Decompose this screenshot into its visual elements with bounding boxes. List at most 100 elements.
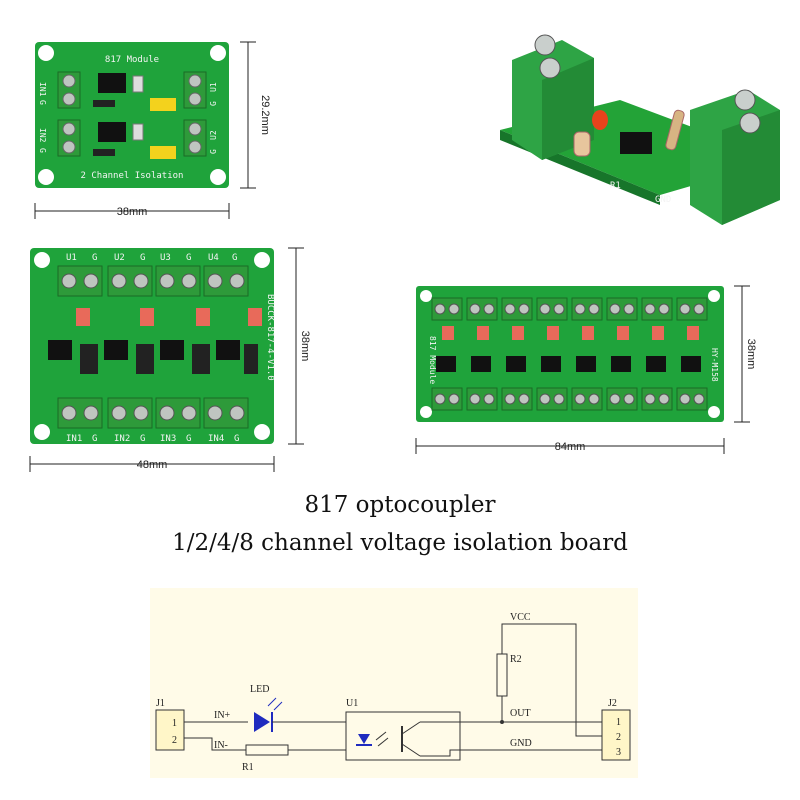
j2-pin: 1 [616,717,621,728]
bottom-label: G [92,434,97,444]
screw [623,393,635,405]
optocoupler-chip [160,340,184,360]
jumper [150,146,176,159]
screw [588,393,600,405]
height-dimension: 38mm [745,339,757,370]
terminal-block [466,297,498,321]
u1-label: U1 [346,698,358,709]
terminal-block [466,387,498,411]
resistor [573,131,591,157]
vcc-label: VCC [510,612,531,623]
optocoupler-chip [681,356,701,372]
optocoupler-chip [471,356,491,372]
top-label: G [186,253,191,263]
optocoupler-chip [611,356,631,372]
top-label: U3 [160,253,171,263]
terminal-block [571,387,603,411]
optocoupler-chip [576,356,596,372]
screw [693,393,705,405]
screw [434,393,446,405]
bottom-labels: IN1 G IN2 G IN3 G IN4 G [66,434,239,444]
screw [469,303,481,315]
terminal-block [606,297,638,321]
optocoupler-chip [104,340,128,360]
left-label: G [38,100,47,105]
top-labels: U1 G U2 G U3 G U4 G [66,253,237,263]
terminal-block [501,387,533,411]
left-label: IN1 [38,82,47,97]
screw [644,393,656,405]
out-label: OUT [510,708,531,719]
j2-pin: 2 [616,732,621,743]
terminal-block [641,387,673,411]
jumper [248,308,262,326]
screw [539,393,551,405]
schematic-diagram: J1 1 2 IN+ LED IN- R1 U1 OUT GND R2 VCC … [150,588,638,778]
led-label: LED [250,684,269,695]
in-minus-label: IN- [214,740,228,751]
top-label: U4 [208,253,219,263]
jumper [442,326,454,340]
bottom-label: IN1 [66,434,82,444]
optocoupler-chip [541,356,561,372]
top-label: G [92,253,97,263]
bottom-label: IN4 [208,434,224,444]
screw [504,303,516,315]
led-diode-icon [254,712,270,732]
j1-connector [155,709,185,751]
jumper [687,326,699,340]
r2-label: R2 [510,654,522,665]
optocoupler-chip [98,122,126,142]
module-text: 817 Module [428,336,437,384]
terminal-block [431,387,463,411]
r1-silk: R1 [610,181,621,191]
left-label: G [38,148,47,153]
right-label: U2 [209,130,218,140]
terminal-block [676,387,708,411]
screw [574,303,586,315]
j1-pin: 2 [172,735,177,746]
screw [553,393,565,405]
width-dimension: 48mm [137,459,168,471]
screw [679,303,691,315]
two-channel-board-figure: 817 Module 2 Channel Isolation IN1 G IN2… [34,41,271,219]
optocoupler-chip [98,73,126,93]
optocoupler-chip [436,356,456,372]
bottom-label: IN2 [114,434,130,444]
terminal-block [571,297,603,321]
gnd-label: GND [510,738,532,749]
optocoupler-chip [506,356,526,372]
optocoupler-chip [48,340,72,360]
gnd-silk: GND [655,195,671,205]
top-label: G [140,253,145,263]
jumper [582,326,594,340]
jumper [512,326,524,340]
bottom-label: IN3 [160,434,176,444]
j1-label: J1 [156,698,165,709]
screw [434,303,446,315]
right-label: U1 [209,82,218,92]
terminal-block [641,297,673,321]
height-dimension: 38mm [299,331,311,362]
screw [483,303,495,315]
jumper [76,308,90,326]
terminal-block [431,297,463,321]
screw [553,303,565,315]
terminal-block [536,297,568,321]
right-label: G [209,149,218,154]
j1-pin: 1 [172,718,177,729]
bottom-label: G [140,434,145,444]
optocoupler-chip [620,132,652,154]
schematic-background [150,588,638,778]
optocoupler-u1 [345,711,461,761]
right-label: G [209,101,218,106]
left-label: IN2 [38,128,47,143]
screw [518,393,530,405]
j2-pin: 3 [616,747,621,758]
opto-led-icon [358,734,370,744]
optocoupler-chip [216,340,240,360]
jumper [617,326,629,340]
four-channel-board-figure: U1 G U2 G U3 G U4 G BUCCK-817-4-V1.0 [29,247,311,472]
screw [658,393,670,405]
screw [574,393,586,405]
